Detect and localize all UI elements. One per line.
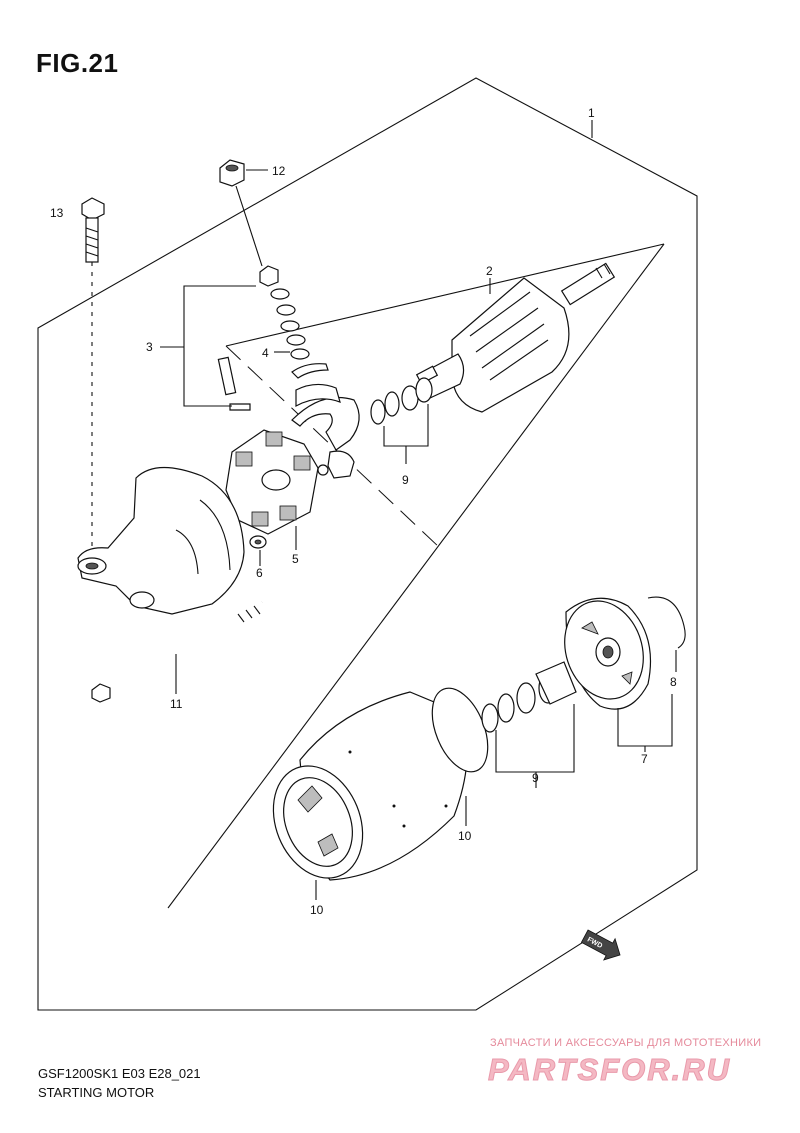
brush-holder-plate bbox=[291, 383, 360, 479]
figure-title: FIG.21 bbox=[36, 48, 119, 78]
callout-9-upper: 9 bbox=[402, 473, 409, 487]
through-bolt-11 bbox=[91, 600, 263, 703]
bracket-9-lower bbox=[495, 704, 575, 773]
callout-11: 11 bbox=[170, 697, 183, 711]
yoke-housing bbox=[272, 691, 468, 881]
watermark-brand: PARTSFOR.RU bbox=[487, 1052, 732, 1088]
leader-12-down bbox=[235, 185, 263, 267]
washer-set-9-lower bbox=[481, 661, 577, 733]
callout-13: 13 bbox=[50, 206, 64, 220]
callout-8: 8 bbox=[670, 675, 677, 689]
callout-12: 12 bbox=[272, 164, 286, 178]
screw-6 bbox=[249, 535, 267, 549]
callout-5: 5 bbox=[292, 552, 299, 566]
callout-6: 6 bbox=[256, 566, 263, 580]
brush-holder-5 bbox=[225, 429, 319, 535]
divider-diagonal bbox=[167, 243, 665, 909]
bracket-3 bbox=[183, 285, 256, 407]
divider-upper bbox=[225, 243, 665, 347]
callout-9-lower: 9 bbox=[532, 771, 539, 785]
divider-dash bbox=[225, 345, 441, 549]
watermark-tagline: ЗАПЧАСТИ И АКСЕССУАРЫ ДЛЯ МОТОТЕХНИКИ bbox=[490, 1037, 762, 1049]
terminal-bolt-3 bbox=[217, 356, 251, 411]
callout-2: 2 bbox=[486, 264, 493, 278]
o-ring-8 bbox=[647, 596, 686, 649]
assembly-boundary bbox=[37, 77, 698, 1011]
washer-set-9-upper bbox=[370, 377, 433, 425]
callout-3: 3 bbox=[146, 340, 153, 354]
nut-12 bbox=[219, 159, 245, 187]
callout-7: 7 bbox=[641, 752, 648, 766]
bolt-13 bbox=[81, 197, 105, 263]
callout-10-right: 10 bbox=[458, 829, 472, 843]
front-cover-7 bbox=[564, 597, 651, 710]
washer-stack-4 bbox=[259, 265, 329, 379]
callout-1: 1 bbox=[588, 106, 595, 120]
armature-2 bbox=[415, 262, 616, 413]
model-code: GSF1200SK1 E03 E28_021 bbox=[38, 1066, 201, 1081]
callout-4: 4 bbox=[262, 346, 269, 360]
section-name: STARTING MOTOR bbox=[38, 1085, 155, 1100]
rear-bracket-housing bbox=[77, 466, 245, 615]
fwd-arrow-icon: FWD bbox=[580, 929, 621, 961]
callout-10-left: 10 bbox=[310, 903, 324, 917]
